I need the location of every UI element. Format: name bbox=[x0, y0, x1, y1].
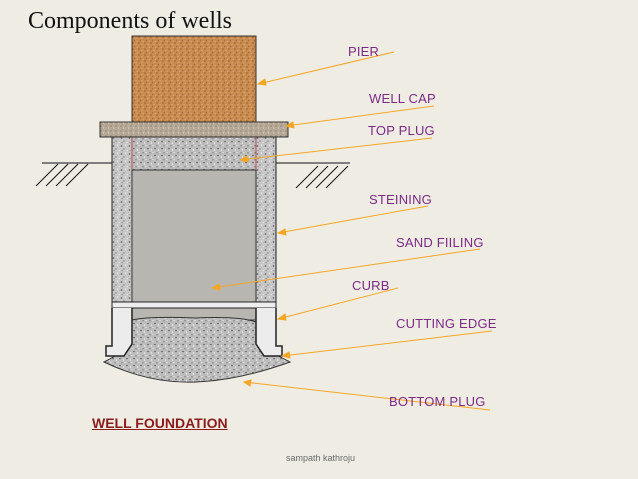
bottom-plug bbox=[102, 316, 292, 383]
leader-well-cap bbox=[285, 105, 435, 127]
curb bbox=[111, 301, 277, 309]
cutting-edge-right bbox=[255, 308, 283, 357]
leader-well-cap-arrowhead bbox=[284, 121, 295, 129]
sand-filling bbox=[131, 169, 257, 321]
top-plug bbox=[132, 137, 256, 171]
leader-steining bbox=[277, 205, 429, 234]
label-steining: STEINING bbox=[369, 192, 432, 207]
leader-cutting-edge-arrowhead bbox=[280, 351, 291, 359]
leader-bottom-plug-arrowhead bbox=[242, 379, 252, 387]
label-bottom-plug: BOTTOM PLUG bbox=[389, 394, 486, 409]
leader-bottom-plug bbox=[243, 381, 491, 411]
leader-curb bbox=[277, 287, 399, 320]
leader-top-plug bbox=[239, 137, 433, 161]
leader-top-plug-arrowhead bbox=[238, 155, 249, 163]
pier bbox=[131, 35, 257, 123]
leader-pier bbox=[257, 51, 395, 85]
slide-title: Components of wells bbox=[28, 8, 232, 34]
ground-right bbox=[276, 162, 350, 189]
label-top-plug: TOP PLUG bbox=[368, 123, 435, 138]
ground-left bbox=[35, 162, 112, 187]
leader-lines bbox=[210, 51, 493, 411]
label-sand-filling: SAND FIILING bbox=[396, 235, 484, 250]
well-cap bbox=[99, 121, 289, 138]
label-well-cap: WELL CAP bbox=[369, 91, 436, 106]
leader-sand-filling bbox=[211, 248, 481, 289]
leader-cutting-edge bbox=[281, 330, 493, 357]
cutting-edge-left bbox=[105, 308, 133, 357]
leader-steining-arrowhead bbox=[276, 228, 287, 236]
label-curb: CURB bbox=[352, 278, 390, 293]
label-cutting-edge: CUTTING EDGE bbox=[396, 316, 497, 331]
leader-sand-filling-arrowhead bbox=[210, 283, 221, 291]
diagram-caption: WELL FOUNDATION bbox=[92, 415, 228, 431]
author-credit: sampath kathroju bbox=[286, 453, 356, 463]
leader-curb-arrowhead bbox=[276, 313, 287, 321]
leader-pier-arrowhead bbox=[256, 78, 267, 86]
label-pier: PIER bbox=[348, 44, 380, 59]
